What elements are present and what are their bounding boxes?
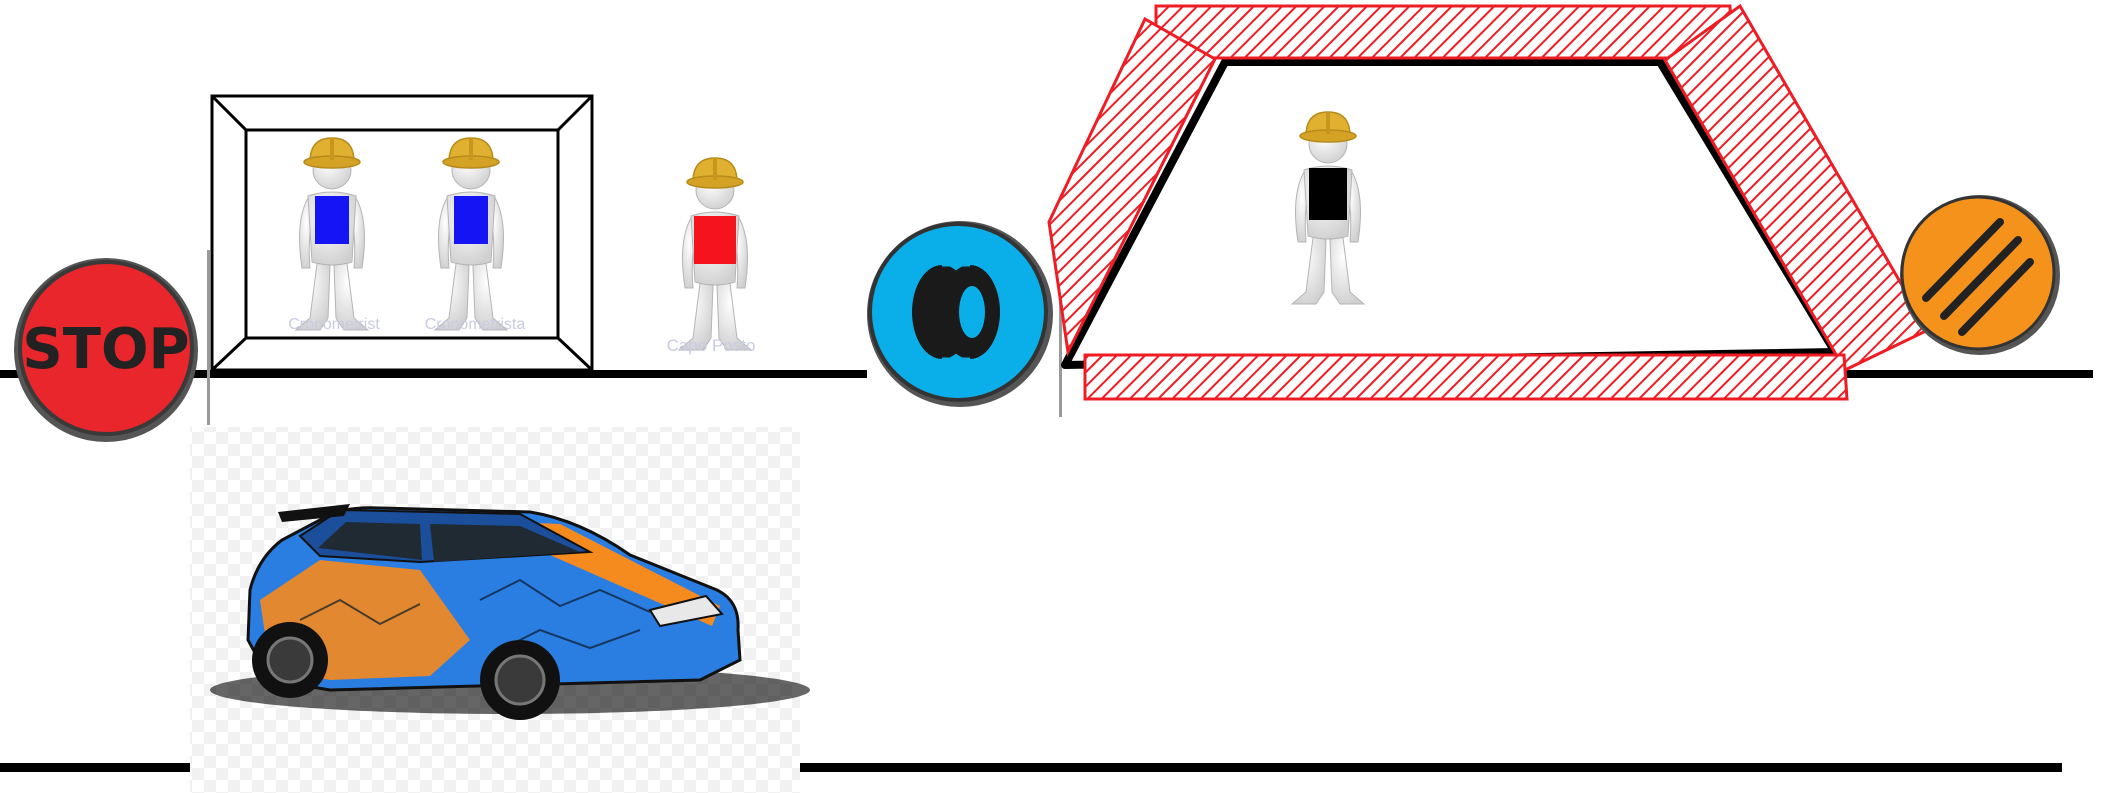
post-chief-vest [694, 216, 736, 264]
stop-sign: STOP [14, 258, 198, 442]
timekeeper-box [212, 96, 592, 370]
road-line-upper-right [1845, 370, 2093, 378]
timekeeper-label-2: Cronometrista [425, 316, 526, 333]
parc-zone [1049, 6, 1928, 399]
post-chief-figure [679, 158, 751, 350]
tyre-sign [867, 221, 1053, 407]
post-chief-label: Capo Posto [667, 336, 756, 355]
timekeeper-label-1: Cronometrist [288, 316, 380, 333]
hatch-bar-left [1049, 19, 1215, 352]
parc-marshal-vest [1309, 168, 1347, 220]
timekeeper-vest-1 [315, 196, 349, 244]
hatch-bar-top [1156, 6, 1732, 58]
tyre-icon [912, 265, 1000, 359]
timekeeper-figure-2 [435, 138, 507, 330]
timekeeper-vest-2 [454, 196, 488, 244]
stop-sign-text: STOP [22, 317, 189, 382]
hatch-bar-bottom [1085, 355, 1847, 399]
parc-marshal-figure [1292, 112, 1364, 304]
stop-post [207, 250, 210, 425]
hatch-bar-right [1665, 6, 1928, 370]
end-of-restrictions-sign [1900, 195, 2060, 355]
timekeeper-figure-1 [296, 138, 368, 330]
